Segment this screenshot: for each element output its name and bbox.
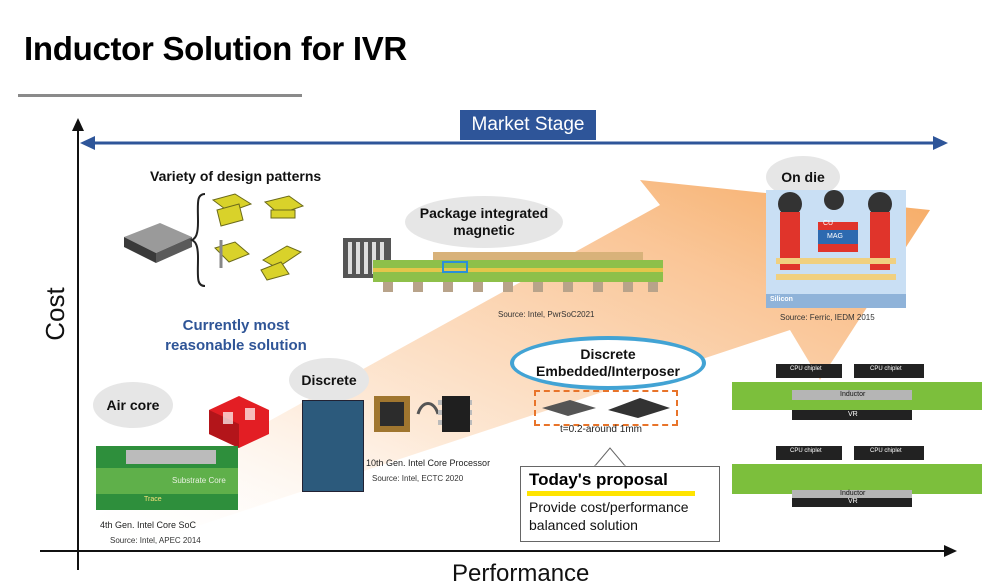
- market-arrow-left-head: [80, 136, 95, 150]
- x-axis-label: Performance: [452, 560, 590, 587]
- package-bubble: Package integrated magnetic: [405, 196, 563, 248]
- cpu-chiplet-label-1: CPU chiplet: [790, 366, 822, 372]
- on-die-cross-section: [766, 190, 906, 308]
- on-die-label: On die: [781, 169, 825, 185]
- discrete-embedded-line1: Discrete: [580, 346, 636, 362]
- substrate-layer: [96, 468, 238, 494]
- proposal-title: Today's proposal: [529, 470, 668, 489]
- on-die-image: CU MAG Silicon: [766, 190, 906, 308]
- vr-label-bottom: VR: [848, 498, 858, 505]
- interposer-diagram-top: CPU chiplet CPU chiplet Inductor VR: [732, 362, 982, 422]
- proposal-callout: Today's proposal Provide cost/performanc…: [520, 466, 720, 542]
- proposal-text: Provide cost/performance balanced soluti…: [529, 498, 719, 534]
- y-axis-label: Cost: [40, 287, 70, 341]
- design-patterns-image: [211, 193, 305, 281]
- trace-label: Trace: [144, 496, 162, 503]
- discrete-bubble: Discrete: [289, 358, 369, 402]
- title-divider: [18, 94, 302, 97]
- air-core-coil: [126, 450, 216, 464]
- cpu-chiplet-label-3: CPU chiplet: [790, 448, 822, 454]
- air-core-bubble: Air core: [93, 382, 173, 428]
- brace-icon: [190, 193, 206, 287]
- fourth-gen-label: 4th Gen. Intel Core SoC: [100, 520, 197, 530]
- inductor-label-top: Inductor: [840, 391, 866, 398]
- discrete-label: Discrete: [301, 372, 357, 388]
- currently-line1: Currently most: [182, 317, 290, 334]
- embedded-inductor-image: [542, 398, 670, 418]
- air-core-3d-image: [209, 396, 269, 448]
- chip-inductor-image: [124, 223, 192, 263]
- proposal-pointer: [592, 447, 628, 468]
- proposal-line2: balanced solution: [529, 517, 638, 533]
- cpu-chiplet-label-4: CPU chiplet: [870, 448, 902, 454]
- proposal-highlight: [527, 491, 695, 496]
- x-axis-head: [944, 545, 957, 557]
- source-apec: Source: Intel, APEC 2014: [110, 536, 201, 545]
- market-arrow-right-head: [933, 136, 948, 150]
- vr-label-top: VR: [848, 411, 858, 418]
- discrete-package-image: [302, 400, 364, 492]
- source-ectc: Source: Intel, ECTC 2020: [372, 474, 464, 483]
- discrete-inductor-image: [374, 396, 472, 432]
- tenth-gen-label: 10th Gen. Intel Core Processor: [366, 458, 491, 468]
- source-ferric: Source: Ferric, IEDM 2015: [780, 313, 875, 322]
- air-core-pcb-image: Substrate Core Trace: [96, 446, 238, 510]
- source-pwrsoc: Source: Intel, PwrSoC2021: [498, 310, 595, 319]
- y-axis-head: [72, 118, 84, 131]
- cu-top-label: CU: [823, 220, 834, 227]
- cpu-chiplet-label-2: CPU chiplet: [870, 366, 902, 372]
- substrate-core-label: Substrate Core: [172, 476, 226, 485]
- silicon-label: Silicon: [770, 296, 793, 303]
- interposer-diagram-bottom: CPU chiplet CPU chiplet Inductor VR: [732, 444, 982, 508]
- thickness-label: t=0.2-around 1mm: [560, 424, 642, 435]
- inductor-label-bottom: Inductor: [840, 490, 866, 497]
- discrete-embedded-line2: Embedded/Interposer: [536, 363, 680, 379]
- discrete-embedded-bubble: Discrete Embedded/Interposer: [510, 336, 706, 390]
- package-cross-section-image: [343, 238, 663, 292]
- currently-reasonable-text: Currently most reasonable solution: [158, 316, 314, 356]
- mag-label: MAG: [827, 233, 843, 240]
- embedded-inductor-box: [534, 390, 678, 426]
- air-core-label: Air core: [106, 397, 160, 413]
- market-stage-label: Market Stage: [460, 110, 596, 140]
- package-label: Package integrated magnetic: [419, 205, 549, 238]
- currently-line2: reasonable solution: [165, 337, 307, 354]
- proposal-line1: Provide cost/performance: [529, 499, 689, 515]
- variety-label: Variety of design patterns: [150, 168, 322, 184]
- page-title: Inductor Solution for IVR: [24, 30, 407, 67]
